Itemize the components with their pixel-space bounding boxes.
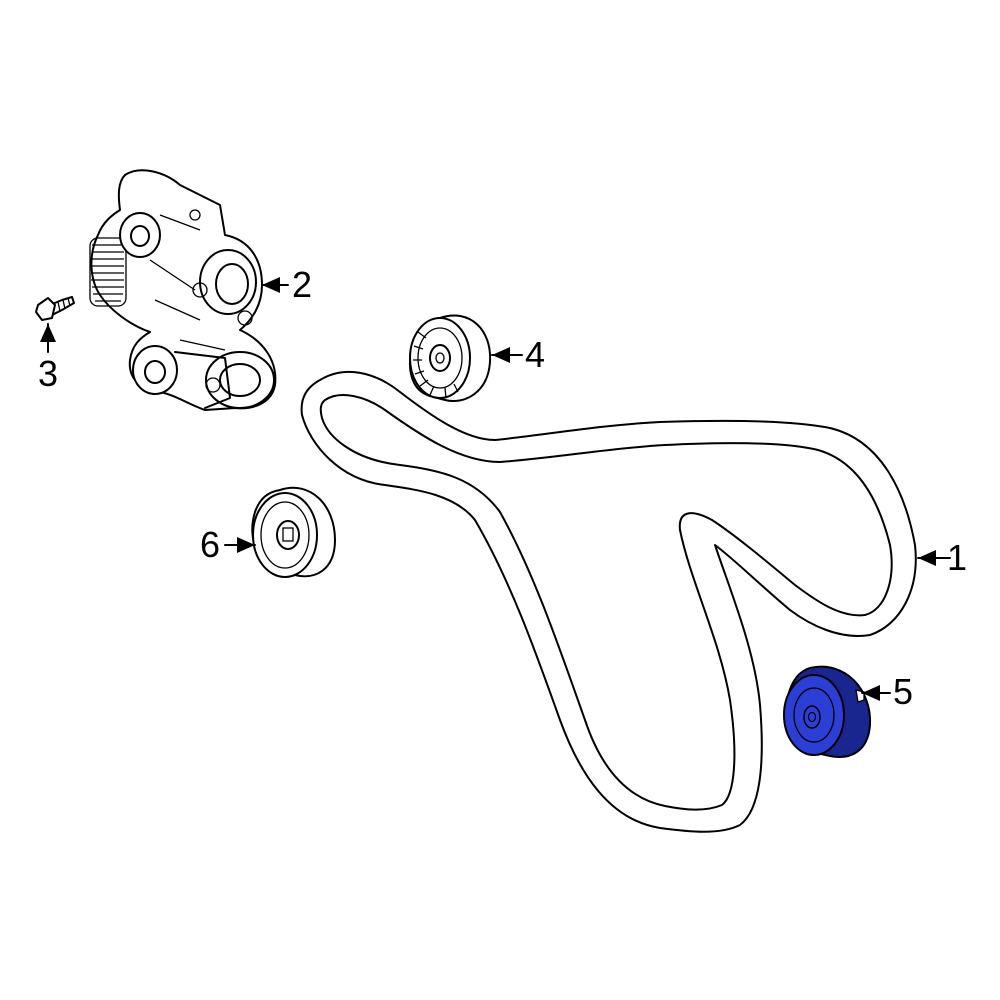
callout-leaders	[40, 277, 951, 701]
callout-5: 5	[893, 671, 913, 712]
callout-1: 1	[947, 537, 967, 578]
belt-tensioner[interactable]	[89, 169, 277, 411]
callout-3: 3	[38, 353, 58, 394]
idler-pulley-5[interactable]	[783, 665, 872, 758]
idler-pulley-6[interactable]	[251, 486, 336, 578]
idler-pulley-4[interactable]	[409, 314, 492, 403]
callout-4: 4	[525, 334, 545, 375]
serpentine-belt[interactable]	[300, 370, 917, 833]
tensioner-spring	[89, 237, 127, 307]
tensioner-bolt[interactable]	[35, 296, 75, 321]
callout-2: 2	[292, 264, 312, 305]
callout-6: 6	[200, 524, 220, 565]
